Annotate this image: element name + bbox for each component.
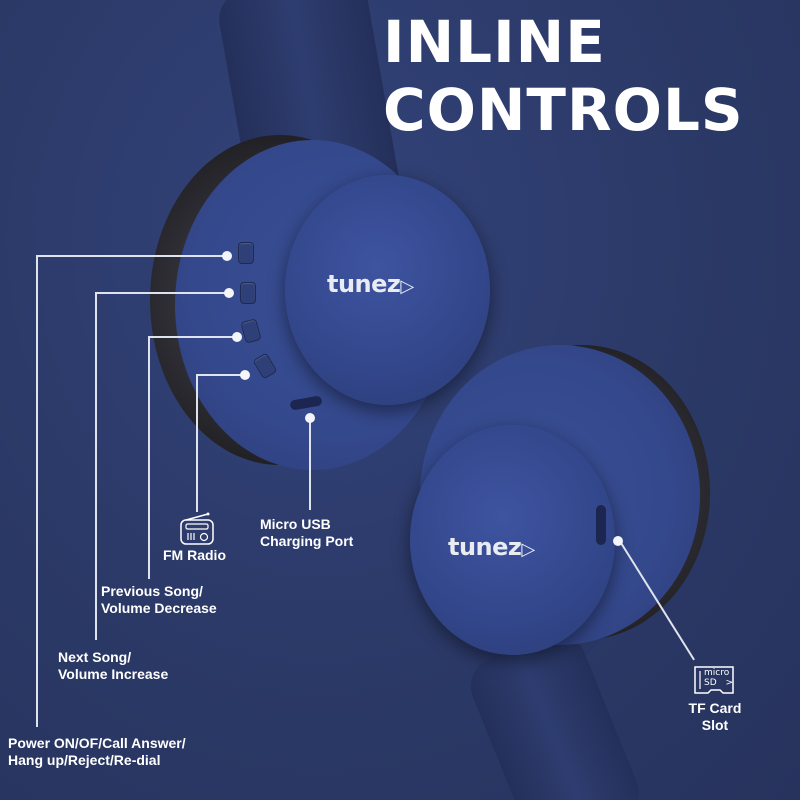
label-prev-line1: Previous Song/ [101,583,203,599]
label-power: Power ON/OF/Call Answer/ Hang up/Reject/… [8,735,186,769]
label-fm-radio: FM Radio [163,547,226,563]
callout-line-next-h [95,292,228,294]
label-micro-usb: Micro USB Charging Port [260,516,353,550]
callout-line-usb [309,418,311,510]
callout-dot-tf [613,536,623,546]
label-next-song: Next Song/ Volume Increase [58,649,168,683]
label-tf-card: TF Card Slot [680,700,750,734]
callout-dot-fm [240,370,250,380]
label-next-line2: Volume Increase [58,666,169,682]
callout-line-prev-h [148,336,236,338]
right-earcup-plate [410,425,615,655]
title-line-1: INLINE [383,8,606,76]
label-previous-song: Previous Song/ Volume Decrease [101,583,217,617]
label-tf-line1: TF Card [688,700,742,716]
microsd-text-bottom: SD > [704,678,734,688]
power-button [238,242,254,264]
callout-line-fm-v [196,374,198,512]
label-power-line1: Power ON/OF/Call Answer/ [8,735,186,751]
callout-dot-prev [232,332,242,342]
callout-line-next-v [95,292,97,640]
microsd-icon: micro SD > [693,665,737,697]
label-micro-usb-line1: Micro USB [260,516,331,532]
callout-dot-next [224,288,234,298]
title-line-2: CONTROLS [383,76,744,145]
radio-icon [178,512,218,546]
callout-line-prev-v [148,336,150,579]
label-micro-usb-line2: Charging Port [260,533,354,549]
callout-dot-usb [305,413,315,423]
page-title: INLINE CONTROLS [383,8,744,145]
label-power-line2: Hang up/Reject/Re-dial [8,752,161,768]
label-prev-line2: Volume Decrease [101,600,217,616]
left-earcup-plate [285,175,490,405]
label-tf-line2: Slot [701,717,729,733]
callout-line-power-v [36,255,38,727]
microsd-text-top: micro [704,668,730,678]
brand-logo-left: tunez▷ [327,270,414,298]
next-button [240,282,256,304]
callout-line-power-h [36,255,226,257]
label-next-line1: Next Song/ [58,649,132,665]
callout-line-fm-h [196,374,244,376]
tf-card-slot [596,505,606,545]
brand-logo-right: tunez▷ [448,533,535,561]
callout-dot-power [222,251,232,261]
